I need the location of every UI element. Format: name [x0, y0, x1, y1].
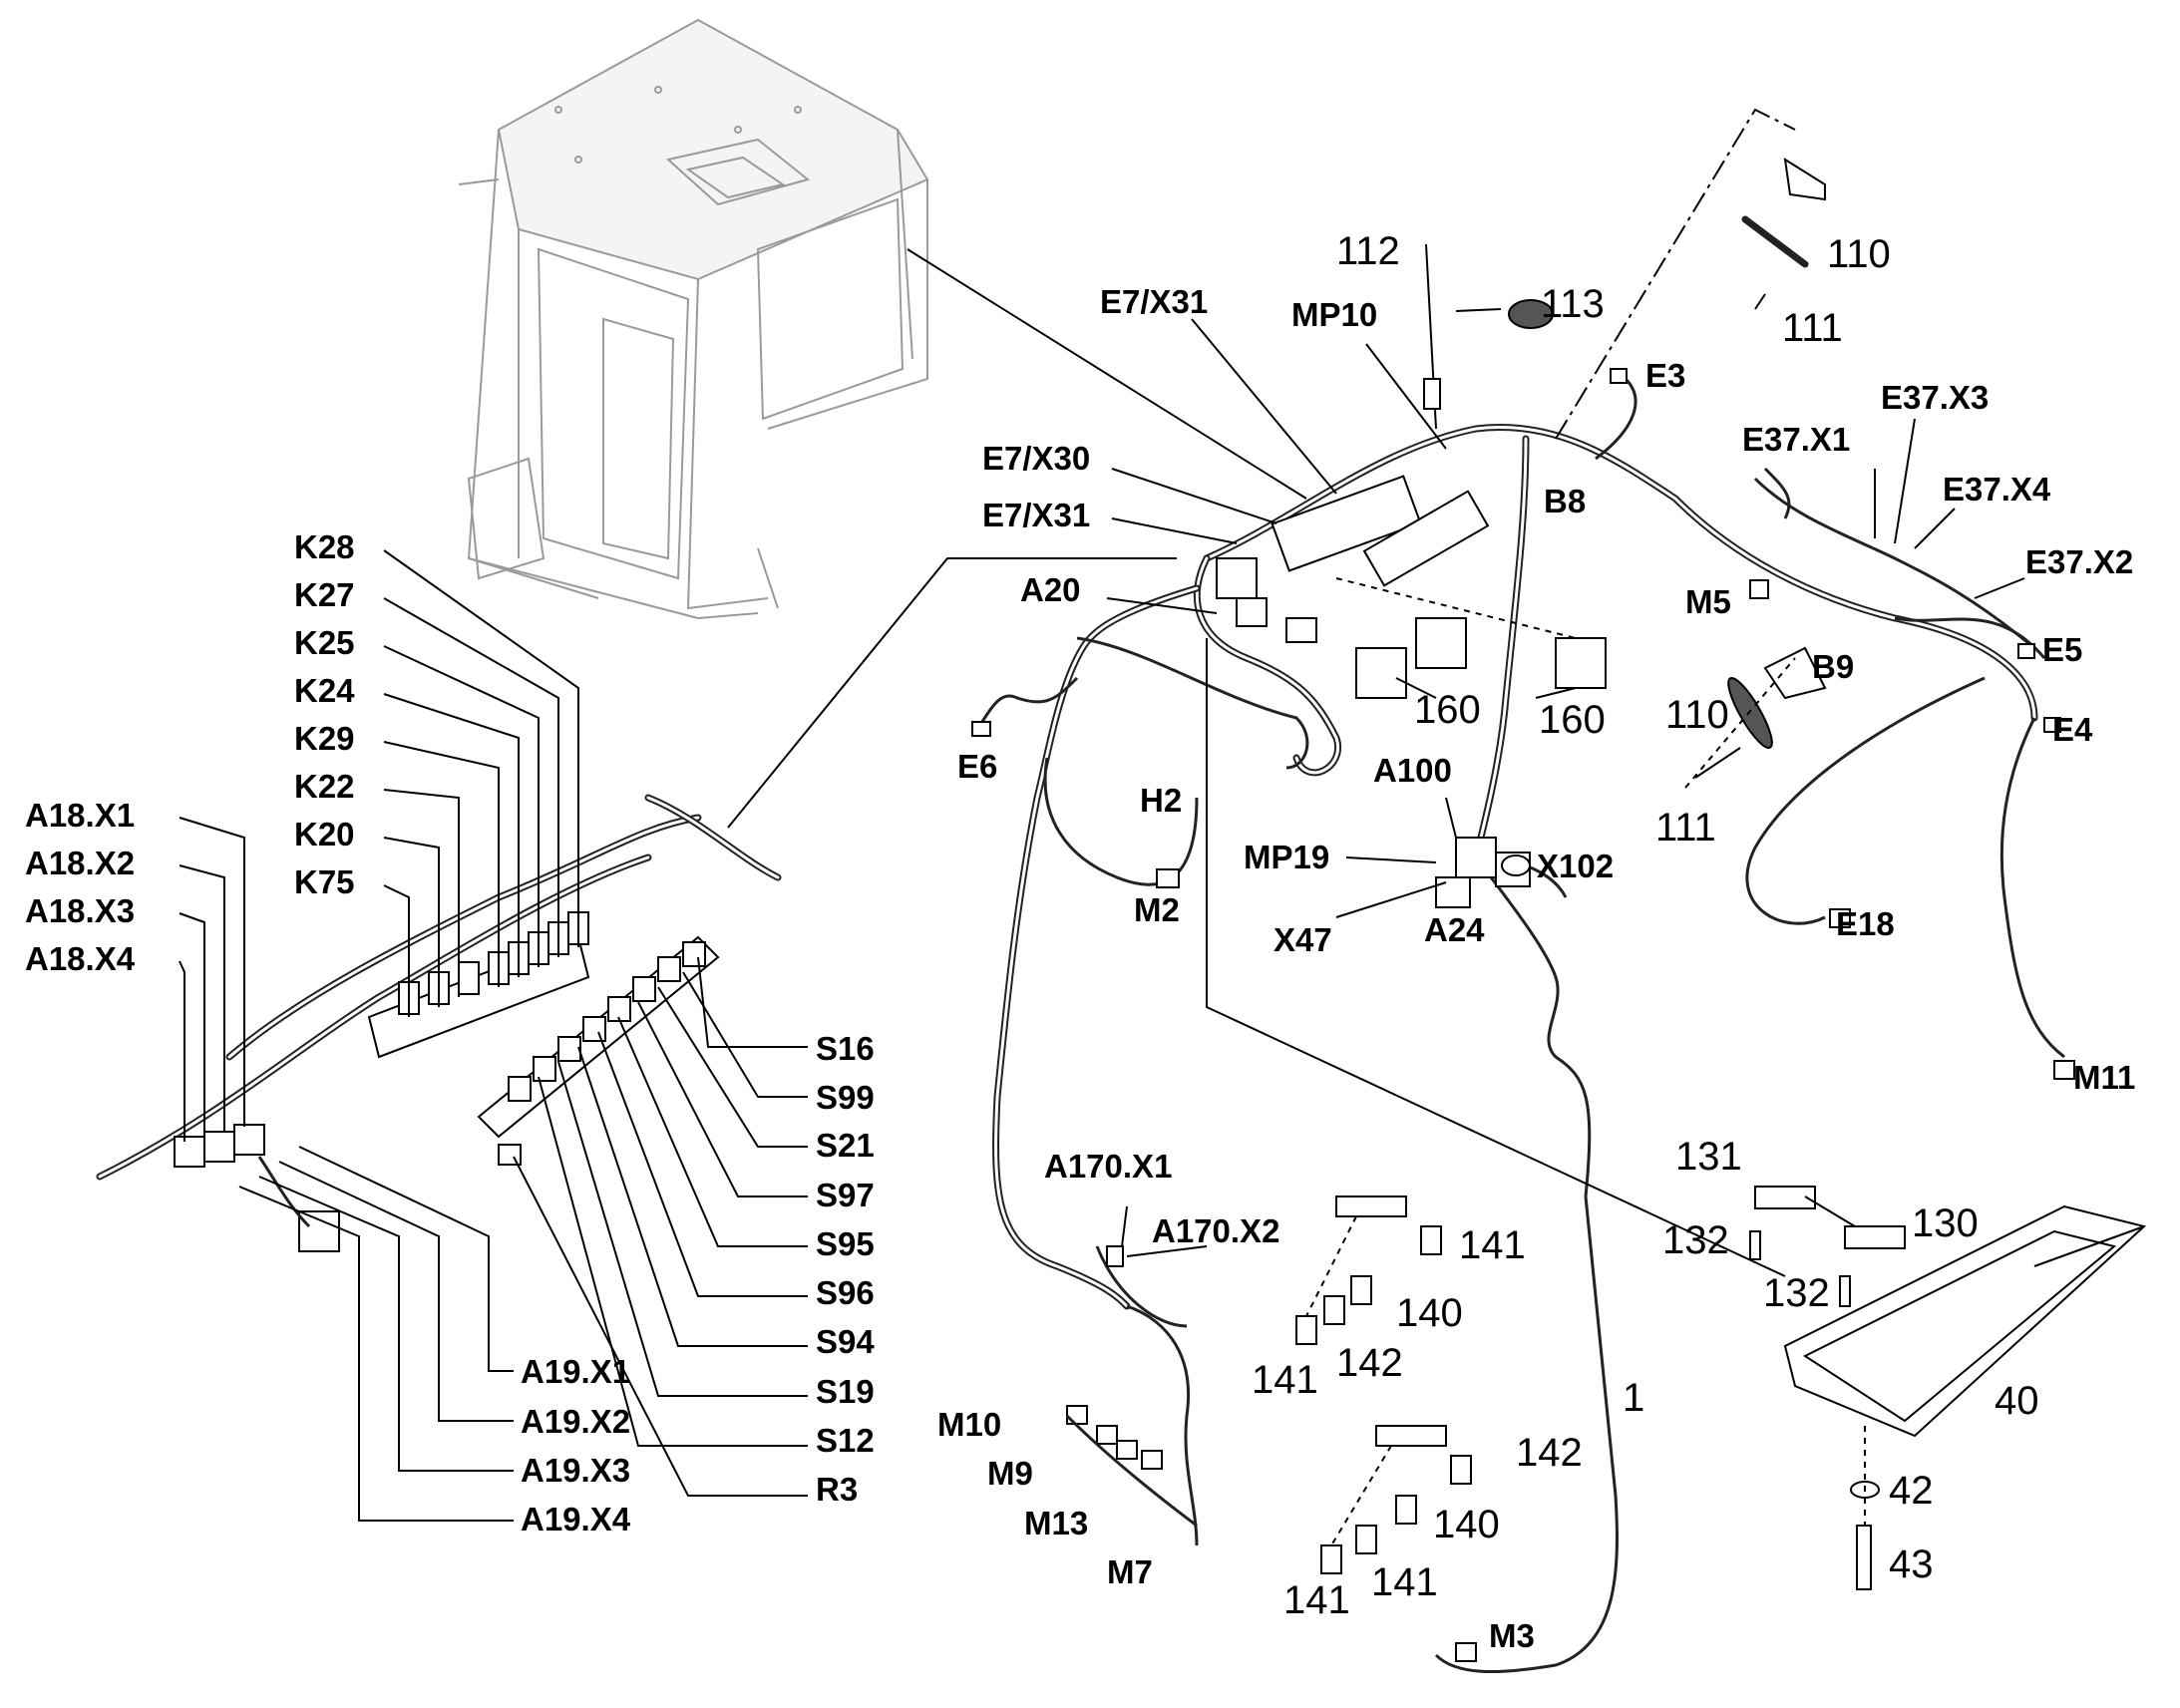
- label-B9: B9: [1812, 648, 1854, 685]
- label-S94: S94: [816, 1323, 875, 1360]
- label-S16: S16: [816, 1030, 875, 1067]
- label-113: 113: [1541, 282, 1605, 326]
- label-K22: K22: [294, 768, 355, 805]
- label-E6: E6: [957, 748, 997, 785]
- label-E4: E4: [2052, 711, 2093, 748]
- label-R3: R3: [816, 1471, 858, 1508]
- label-141-a: 141: [1459, 1223, 1526, 1267]
- label-E7-X31-mid: E7/X31: [982, 497, 1090, 533]
- label-E37-X1: E37.X1: [1742, 421, 1850, 458]
- label-M11: M11: [2073, 1059, 2135, 1096]
- label-111-top: 111: [1782, 306, 1843, 350]
- leader-lines: [179, 308, 2025, 1522]
- label-112: 112: [1336, 229, 1400, 273]
- label-A19-X2: A19.X2: [521, 1403, 630, 1440]
- main-harness: [727, 108, 2147, 1674]
- cab-illustration: [458, 18, 929, 619]
- label-40: 40: [1995, 1379, 2039, 1423]
- label-141-b: 141: [1252, 1358, 1318, 1402]
- switch-row: [508, 941, 706, 1102]
- label-A18-X4: A18.X4: [25, 940, 136, 977]
- label-K28: K28: [294, 528, 355, 565]
- label-S97: S97: [816, 1177, 875, 1213]
- label-E5: E5: [2042, 631, 2082, 668]
- label-E37-X4: E37.X4: [1943, 471, 2051, 508]
- label-A19-X3: A19.X3: [521, 1452, 630, 1489]
- label-M5: M5: [1685, 583, 1731, 620]
- label-K27: K27: [294, 576, 355, 613]
- label-E7-X31-top: E7/X31: [1100, 283, 1208, 320]
- labels: E7/X31 MP10 E3 E7/X30 E7/X31 B8 A20 E37.…: [25, 229, 2135, 1654]
- label-E37-X3: E37.X3: [1881, 379, 1989, 416]
- label-MP10: MP10: [1291, 296, 1377, 333]
- label-132-b: 132: [1763, 1271, 1830, 1315]
- label-A18-X2: A18.X2: [25, 845, 135, 881]
- label-X47: X47: [1273, 921, 1332, 958]
- label-A24: A24: [1424, 911, 1485, 948]
- label-1: 1: [1623, 1376, 1644, 1420]
- label-A19-X4: A19.X4: [521, 1501, 631, 1537]
- label-A170-X1: A170.X1: [1044, 1148, 1172, 1185]
- label-140-b: 140: [1433, 1503, 1500, 1546]
- label-130: 130: [1912, 1201, 1979, 1245]
- label-160-a: 160: [1414, 688, 1481, 732]
- label-142-b: 142: [1516, 1431, 1583, 1475]
- label-141-d: 141: [1371, 1560, 1438, 1604]
- label-111-mid: 111: [1655, 806, 1716, 850]
- label-A170-X2: A170.X2: [1152, 1212, 1279, 1249]
- label-132-a: 132: [1662, 1218, 1729, 1262]
- label-E18: E18: [1836, 905, 1895, 942]
- label-K24: K24: [294, 672, 355, 709]
- label-K25: K25: [294, 624, 355, 661]
- label-110-top: 110: [1827, 232, 1891, 276]
- label-A100: A100: [1373, 752, 1452, 789]
- label-M10: M10: [937, 1406, 1001, 1443]
- label-MP19: MP19: [1244, 839, 1329, 875]
- label-S96: S96: [816, 1274, 875, 1311]
- label-M9: M9: [987, 1455, 1033, 1492]
- label-S19: S19: [816, 1373, 875, 1410]
- label-M3: M3: [1489, 1617, 1535, 1654]
- label-X102: X102: [1537, 848, 1614, 884]
- label-A19-X1: A19.X1: [521, 1353, 630, 1390]
- label-K29: K29: [294, 720, 355, 757]
- label-141-c: 141: [1283, 1578, 1350, 1622]
- label-140-a: 140: [1396, 1291, 1463, 1335]
- label-K20: K20: [294, 816, 355, 853]
- label-S95: S95: [816, 1225, 875, 1262]
- label-E3: E3: [1645, 357, 1685, 394]
- label-160-b: 160: [1539, 698, 1606, 742]
- label-A18-X1: A18.X1: [25, 797, 135, 834]
- label-E37-X2: E37.X2: [2025, 543, 2133, 580]
- label-131: 131: [1675, 1135, 1742, 1179]
- label-S12: S12: [816, 1422, 875, 1459]
- label-E7-X30: E7/X30: [982, 440, 1090, 477]
- label-A18-X3: A18.X3: [25, 892, 135, 929]
- label-A20: A20: [1020, 571, 1081, 608]
- label-43: 43: [1889, 1542, 1934, 1586]
- label-B8: B8: [1544, 483, 1586, 519]
- label-H2: H2: [1140, 782, 1182, 819]
- label-M2: M2: [1134, 891, 1180, 928]
- label-M13: M13: [1024, 1505, 1088, 1541]
- label-S99: S99: [816, 1079, 875, 1116]
- label-42: 42: [1889, 1469, 1934, 1513]
- label-110-mid: 110: [1665, 693, 1729, 737]
- label-S21: S21: [816, 1127, 875, 1164]
- label-M7: M7: [1107, 1553, 1153, 1590]
- label-K75: K75: [294, 863, 355, 900]
- label-142-a: 142: [1336, 1341, 1403, 1385]
